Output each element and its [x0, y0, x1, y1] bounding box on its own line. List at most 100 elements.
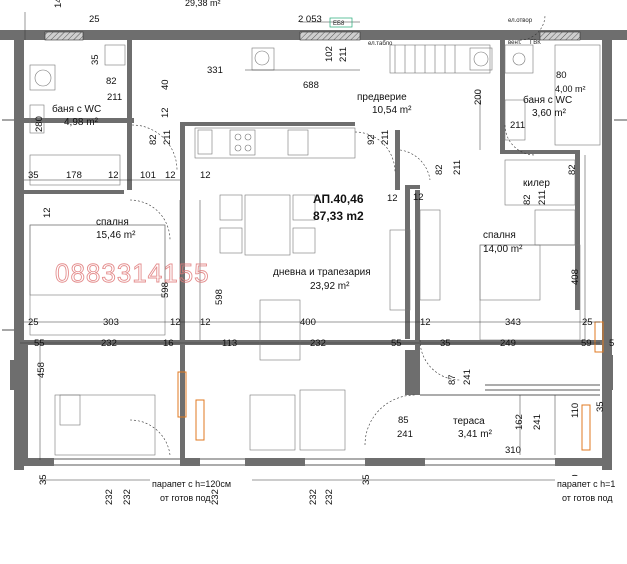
top-dim-label: 2 053 [298, 14, 322, 25]
room-bath1-name: баня с WC [52, 103, 101, 115]
room-terrace-area: 3,41 m² [458, 429, 493, 440]
dim-label: 241 [462, 369, 473, 385]
dim-label: 310 [505, 445, 521, 456]
dim-label: 80 [556, 70, 567, 81]
dim-label: 14 [53, 0, 64, 8]
dim-label: 408 [570, 269, 581, 285]
dim-label: 110 [570, 403, 581, 418]
dim-label: 232 [310, 338, 326, 349]
gas-label: ГВК [530, 40, 541, 46]
vent-label: вент. [508, 40, 522, 46]
dim-label: 211 [162, 130, 173, 145]
dim-label: 12 [200, 317, 211, 328]
dim-label: 85 [398, 415, 409, 426]
dim-label: 59 [581, 338, 592, 349]
dim-label: 92 [366, 134, 377, 145]
dim-label: 82 [148, 134, 159, 145]
parapet-left-line1: парапет с h=120см [152, 479, 231, 489]
room-bath1-area: 4,98 m² [64, 117, 99, 128]
dim-label: 113 [222, 338, 237, 349]
dim-label: 35 [440, 338, 451, 349]
parapet-right-line2: от готов под [562, 493, 613, 503]
dim-label: 598 [214, 289, 225, 305]
dim-label: 82 [567, 164, 578, 175]
room-bath2-area: 3,60 m² [532, 108, 567, 119]
apartment-area: 87,33 m2 [313, 209, 364, 223]
room-storage-name: килер [523, 178, 550, 189]
dim-label: 232 [210, 489, 221, 505]
room-labels: баня с WC 4,98 m² предверие 10,54 m² бан… [52, 92, 572, 440]
dim-label: 211 [338, 47, 349, 62]
dim-label: 280 [34, 116, 45, 132]
dim-label: 12 [200, 170, 211, 181]
dim-label: 303 [103, 317, 119, 328]
dim-label: 200 [473, 89, 484, 105]
room-bath2-name: баня с WC [523, 94, 572, 106]
dim-label: 232 [324, 489, 335, 505]
room-bed2-name: спалня [483, 230, 516, 241]
dim-label: 211 [380, 130, 391, 145]
dim-label: 55 [34, 338, 45, 349]
dim-label: 162 [514, 414, 525, 430]
dim-label: 458 [36, 362, 47, 378]
dim-label: 35 [595, 401, 606, 412]
dim-label: 232 [122, 489, 133, 505]
room-terrace-name: тераса [453, 416, 485, 427]
dim-label: 25 [582, 317, 593, 328]
elotvor-label: ел.отвор [508, 18, 533, 24]
dimension-lines [20, 12, 600, 481]
dim-label: 211 [537, 190, 548, 205]
dim-label: 12 [42, 207, 53, 218]
panel-label: ел.табло [368, 41, 393, 47]
dim-label: 331 [207, 65, 223, 76]
dim-label: 12 [387, 193, 398, 204]
walls [0, 30, 627, 470]
dim-label: 12 [165, 170, 176, 181]
room-living-name: дневна и трапезария [273, 267, 371, 278]
dim-label: 178 [66, 170, 82, 181]
dim-label: 343 [505, 317, 521, 328]
room-bed1-name: спалня [96, 217, 129, 228]
dim-label: 25 [28, 317, 39, 328]
dim-label: 5 [609, 338, 614, 349]
dim-label: 211 [107, 92, 122, 103]
room-bed1-area: 15,46 m² [96, 230, 136, 241]
parapet-left-line2: от готов под [160, 493, 211, 503]
dim-label: 232 [308, 489, 319, 505]
room-bed2-area: 14,00 m² [483, 244, 523, 255]
dim-label: 87 [447, 374, 458, 385]
dim-label: 249 [500, 338, 516, 349]
room-hall-name: предверие [357, 92, 407, 103]
apartment-code: АП.40,46 [313, 192, 364, 206]
dim-label: 12 [108, 170, 119, 181]
dim-label: 400 [300, 317, 316, 328]
top-area-label: 29,38 m² [185, 0, 221, 8]
dim-label: 40 [160, 79, 171, 90]
windows [2, 119, 627, 466]
dim-label: 102 [324, 46, 335, 62]
dim-label: 55 [391, 338, 402, 349]
dim-label: 16 [163, 338, 174, 349]
dim-label: 232 [104, 489, 115, 505]
dim-label: 241 [532, 414, 543, 430]
dim-label: 82 [106, 76, 117, 87]
parapet-right-line1: парапет с h=1 [557, 479, 615, 489]
dim-label: 12 [170, 317, 181, 328]
dim-label: 101 [140, 170, 156, 181]
dim-label: 241 [397, 429, 413, 440]
dim-label: 35 [361, 474, 372, 485]
dim-label: 35 [38, 474, 49, 485]
phone-watermark: 0883314155 [55, 258, 210, 288]
room-hall-area: 10,54 m² [372, 105, 412, 116]
dim-label: 35 [90, 54, 101, 65]
dim-label: 12 [420, 317, 431, 328]
eb-label: EБ8 [333, 21, 345, 27]
dim-label: 82 [522, 194, 533, 205]
room-living-area: 23,92 m² [310, 281, 350, 292]
right-area-label: 4,00 m² [555, 84, 586, 94]
dim-label: 598 [160, 282, 171, 298]
dim-label: 82 [434, 164, 445, 175]
dim-label: 688 [303, 80, 319, 91]
dim-label: 232 [101, 338, 117, 349]
